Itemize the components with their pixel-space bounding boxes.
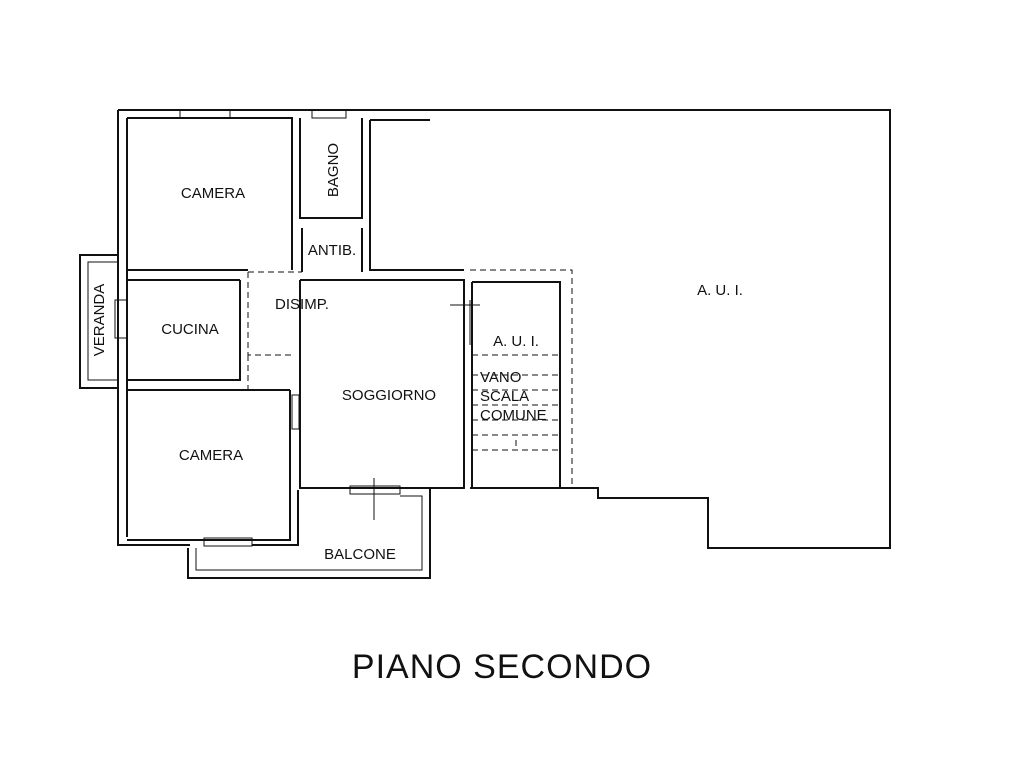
- label-camera-top: CAMERA: [181, 185, 245, 202]
- label-aui-large: A. U. I.: [697, 282, 743, 299]
- label-veranda: VERANDA: [91, 284, 108, 357]
- label-aui-small: A. U. I.: [493, 333, 539, 350]
- plan-title: PIANO SECONDO: [352, 648, 652, 686]
- outer-walls: [79, 109, 891, 579]
- label-comune: COMUNE: [480, 407, 547, 424]
- label-camera-bottom: CAMERA: [179, 447, 243, 464]
- label-soggiorno: SOGGIORNO: [342, 387, 436, 404]
- label-balcone: BALCONE: [324, 546, 396, 563]
- label-disimp: DISIMP.: [275, 296, 329, 313]
- label-vano: VANO: [480, 369, 521, 386]
- label-antib: ANTIB.: [308, 242, 356, 259]
- dashed-lines: [247, 269, 598, 489]
- label-bagno: BAGNO: [325, 143, 342, 197]
- label-cucina: CUCINA: [161, 321, 219, 338]
- label-scala: SCALA: [480, 388, 529, 405]
